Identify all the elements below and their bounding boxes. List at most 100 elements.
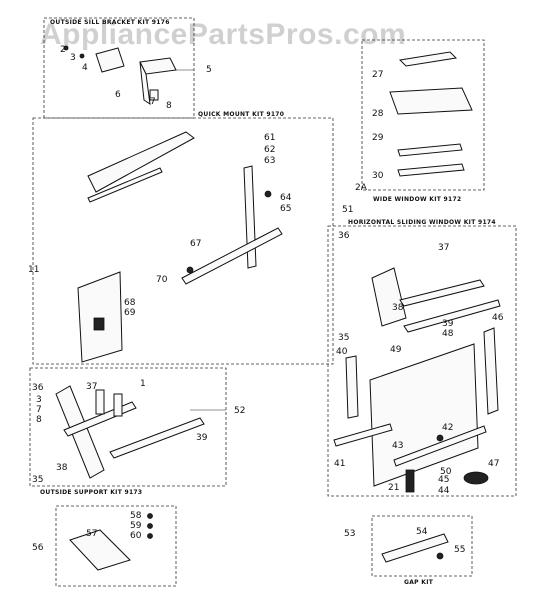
- callout-42: 42: [442, 423, 453, 433]
- clip-part: [149, 89, 159, 101]
- panel-part: [389, 87, 473, 115]
- callout-37b: 37: [86, 382, 97, 392]
- kit-border: [29, 367, 227, 487]
- screw-part: [264, 190, 272, 198]
- callout-36: 36: [338, 231, 350, 241]
- callout-38b: 38: [56, 463, 68, 473]
- kit-title: OUTSIDE SILL BRACKET KIT 9176: [50, 19, 170, 26]
- callout-46: 46: [492, 313, 504, 323]
- sill-strip-part: [393, 425, 487, 467]
- screw-part: [63, 45, 69, 51]
- quick-mount-kit: QUICK MOUNT KIT 9170 61 62 63 64 65 67 7…: [28, 111, 334, 365]
- screw-part: [147, 513, 153, 519]
- side-post-part: [483, 327, 499, 415]
- kit-title: OUTSIDE SUPPORT KIT 9173: [40, 489, 142, 496]
- clamp-part: [405, 469, 415, 493]
- kit-border: [371, 515, 473, 577]
- bracket-part: [95, 389, 105, 415]
- bracket-part: [93, 317, 105, 331]
- bracket-part: [113, 393, 123, 417]
- screw-part: [79, 53, 85, 59]
- kit-56: 56 57 58 59 60: [32, 505, 177, 587]
- post-part: [345, 355, 359, 419]
- callout-1: 1: [140, 379, 146, 389]
- callout-5: 5: [206, 65, 212, 75]
- callout-65: 65: [280, 204, 291, 214]
- channel-strip-part: [87, 167, 163, 203]
- callout-57: 57: [86, 529, 97, 539]
- callout-35b: 35: [32, 475, 43, 485]
- callout-56: 56: [32, 543, 44, 553]
- callout-11: 11: [28, 265, 39, 275]
- callout-41: 41: [334, 459, 345, 469]
- sill-bar-part: [109, 417, 205, 459]
- callout-53: 53: [344, 529, 355, 539]
- callout-47: 47: [488, 459, 499, 469]
- callout-67: 67: [190, 239, 201, 249]
- sill-strip-part: [333, 423, 393, 447]
- callout-29: 29: [372, 133, 384, 143]
- side-curtain-part: [77, 271, 123, 363]
- callout-7: 7: [150, 97, 156, 107]
- support-arm-part: [55, 385, 105, 479]
- callout-30: 30: [372, 171, 384, 181]
- callout-39: 39: [442, 319, 454, 329]
- callout-54: 54: [416, 527, 428, 537]
- rail-part: [397, 143, 463, 157]
- callout-62: 62: [264, 145, 275, 155]
- callout-39b: 39: [196, 433, 208, 443]
- top-channel-part: [87, 131, 195, 193]
- kit-border: [32, 117, 334, 365]
- pad-part: [69, 529, 131, 571]
- outside-sill-bracket-kit: OUTSIDE SILL BRACKET KIT 9176 2 3 4 5 6 …: [43, 17, 212, 119]
- horizontal-sliding-window-kit: HORIZONTAL SLIDING WINDOW KIT 9174 51 36…: [327, 205, 517, 497]
- bracket-part: [371, 267, 407, 327]
- rail-part: [397, 163, 465, 177]
- callout-38: 38: [392, 303, 404, 313]
- callout-8: 8: [166, 101, 172, 111]
- callout-59: 59: [130, 521, 142, 531]
- wide-window-kit: WIDE WINDOW KIT 9172 27 28 29 30 2A: [355, 39, 485, 203]
- callout-64: 64: [280, 193, 292, 203]
- callout-36b: 36: [32, 383, 44, 393]
- callout-52: 52: [234, 406, 245, 416]
- gap-strip-part: [381, 533, 449, 563]
- screw-part: [436, 552, 444, 560]
- bottom-bar-part: [181, 227, 283, 285]
- callout-28: 28: [372, 109, 384, 119]
- kit-title: QUICK MOUNT KIT 9170: [198, 111, 284, 118]
- callout-60: 60: [130, 531, 142, 541]
- plate-part: [95, 47, 125, 73]
- callout-8b: 8: [36, 415, 42, 425]
- nut-part: [147, 533, 153, 539]
- window-panel-part: [369, 343, 479, 487]
- kit-title: HORIZONTAL SLIDING WINDOW KIT 9174: [348, 219, 496, 226]
- callout-37: 37: [438, 243, 449, 253]
- callout-3: 3: [70, 53, 76, 63]
- bracket-part: [139, 57, 177, 75]
- gap-kit: GAP KIT 53 54 55: [344, 515, 473, 586]
- screw-part: [186, 266, 194, 274]
- callout-2: 2: [60, 45, 66, 55]
- kit-border: [327, 225, 517, 497]
- callout-50: 50: [440, 467, 452, 477]
- kit-title: GAP KIT: [404, 579, 434, 586]
- callout-68: 68: [124, 298, 136, 308]
- callout-45: 45: [438, 475, 449, 485]
- strip-part: [398, 51, 458, 67]
- callout-51: 51: [342, 205, 353, 215]
- callout-4: 4: [82, 63, 88, 73]
- callout-63: 63: [264, 156, 275, 166]
- top-rail-part: [399, 279, 485, 307]
- callout-6: 6: [115, 90, 121, 100]
- callout-3b: 3: [36, 395, 42, 405]
- kit-title: WIDE WINDOW KIT 9172: [373, 196, 461, 203]
- callout-40: 40: [336, 347, 348, 357]
- callout-58: 58: [130, 511, 142, 521]
- kit-border: [55, 505, 177, 587]
- callout-61: 61: [264, 133, 275, 143]
- callout-49: 49: [390, 345, 402, 355]
- callout-55: 55: [454, 545, 465, 555]
- outside-support-kit: OUTSIDE SUPPORT KIT 9173 36 3 7 8 37 1 5…: [29, 367, 245, 496]
